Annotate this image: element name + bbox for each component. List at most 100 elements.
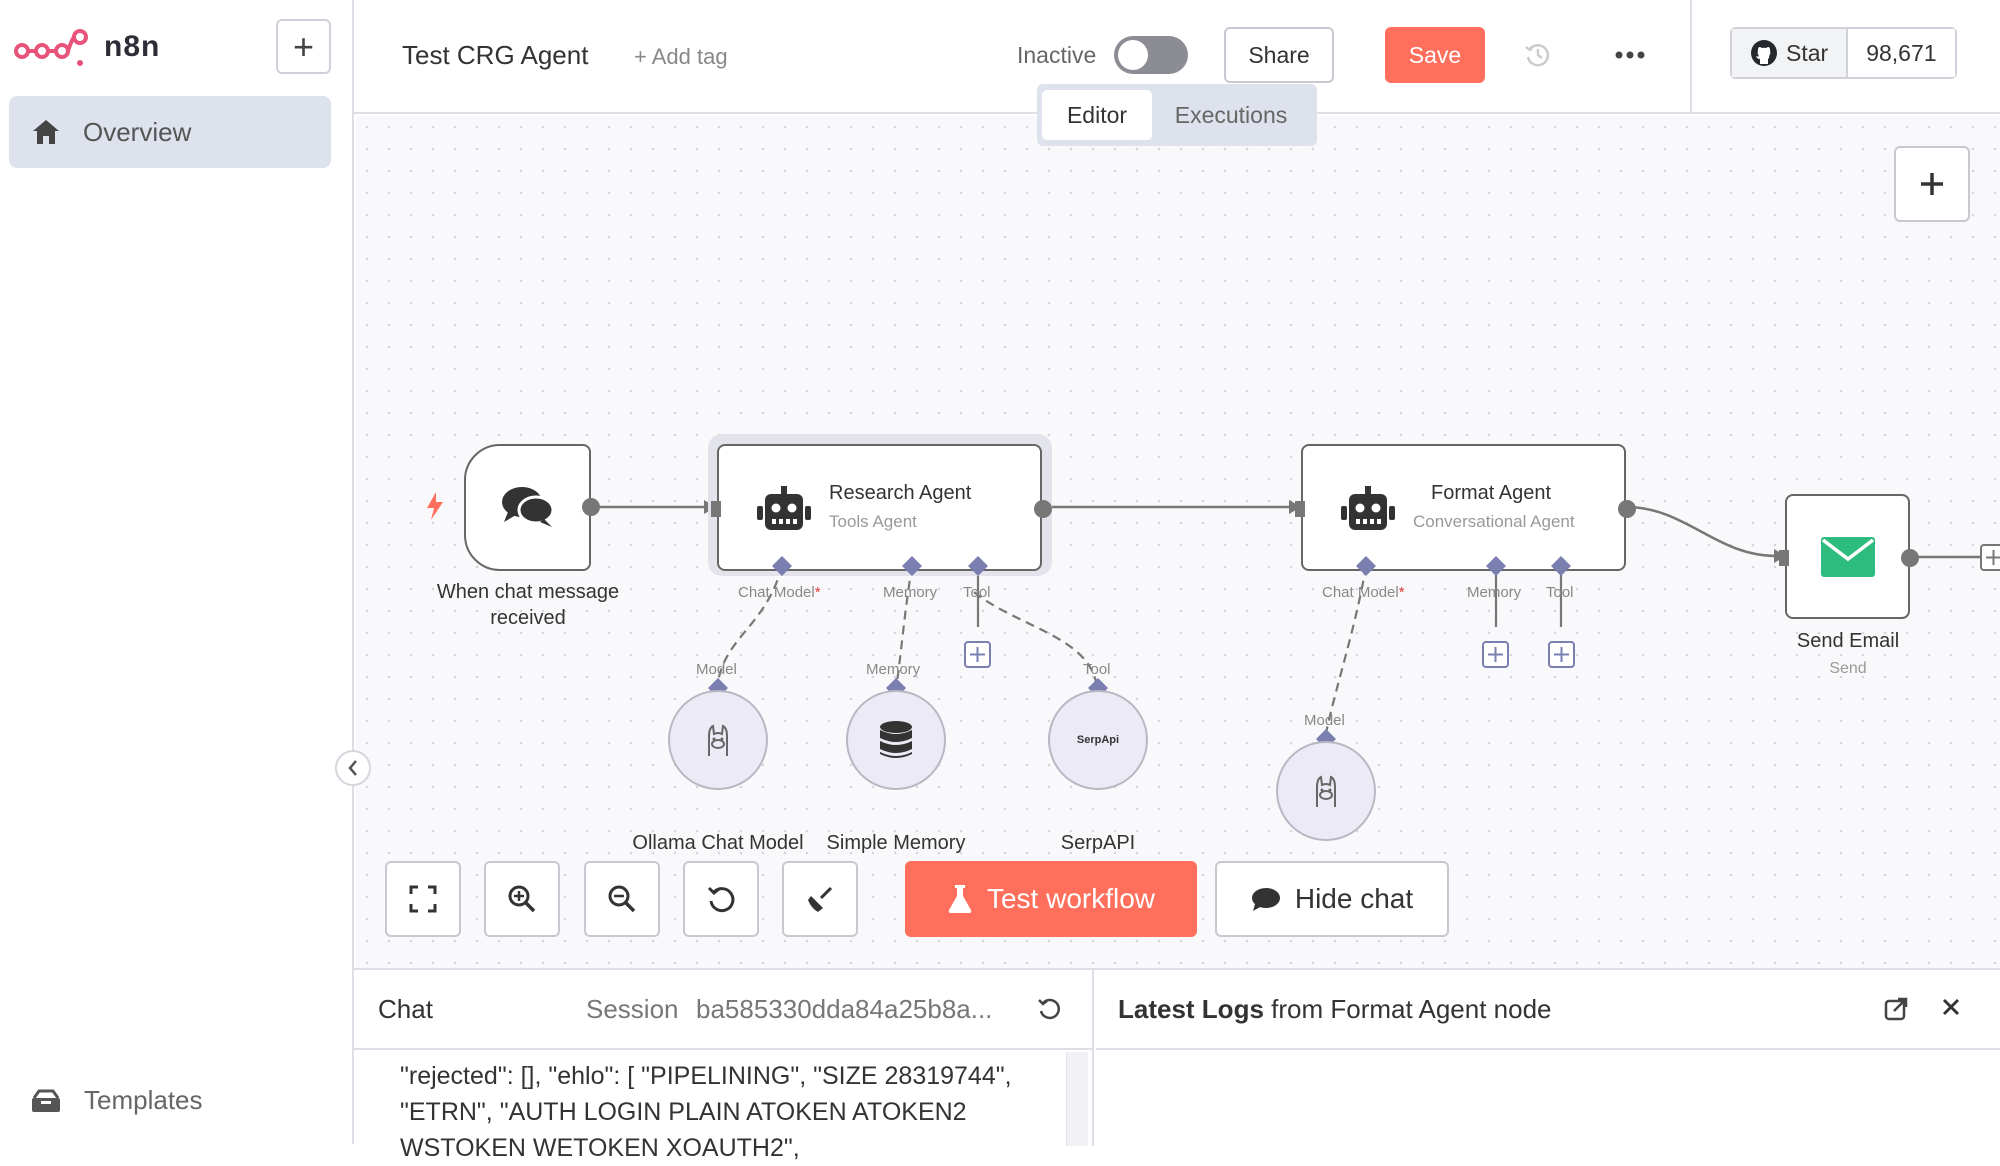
workflow-name[interactable]: Test CRG Agent: [402, 40, 589, 70]
app-name: n8n: [104, 30, 161, 63]
robot-icon: [1341, 486, 1395, 530]
serpapi-logo-icon: SerpApi: [1076, 734, 1120, 746]
undo-icon: [707, 886, 735, 913]
history-icon[interactable]: [1521, 38, 1555, 72]
add-node-button[interactable]: [1894, 146, 1970, 222]
zoom-out-button[interactable]: [584, 861, 660, 937]
github-icon: [1751, 40, 1777, 66]
connections-layer: [590, 500, 2000, 734]
research-tool-port-label: Tool: [963, 584, 991, 601]
memory-port-label: Memory: [866, 661, 921, 678]
save-button[interactable]: Save: [1385, 27, 1485, 83]
chat-panel: Chat Session ba585330dda84a25b8a... "rej…: [354, 970, 1094, 1162]
hide-chat-button[interactable]: Hide chat: [1215, 861, 1449, 937]
chat-trigger-node[interactable]: [464, 444, 600, 571]
tidy-up-button[interactable]: [782, 861, 858, 937]
sidebar-item-label: Overview: [83, 116, 192, 147]
format-tool-port-label: Tool: [1546, 584, 1574, 601]
chat-header: Chat Session ba585330dda84a25b8a...: [354, 970, 1094, 1050]
research-memory-port-label: Memory: [883, 584, 938, 601]
test-workflow-button[interactable]: Test workflow: [905, 861, 1197, 937]
workflow-canvas[interactable]: When chat message received Research Agen…: [356, 116, 2000, 968]
format-memory-port-label: Memory: [1467, 584, 1522, 601]
active-status-label: Inactive: [1017, 42, 1097, 68]
send-email-sublabel: Send: [1829, 660, 1867, 677]
logs-panel: Latest Logs from Format Agent node: [1096, 970, 2000, 1146]
home-icon: [33, 120, 59, 144]
broom-icon: [808, 886, 833, 912]
reset-zoom-button[interactable]: [683, 861, 759, 937]
research-agent-node[interactable]: Research Agent Tools Agent: [711, 444, 1052, 571]
close-icon[interactable]: [1936, 992, 1966, 1022]
logs-title: Latest Logs from Format Agent node: [1118, 994, 1552, 1024]
format-agent-node[interactable]: Format Agent Conversational Agent: [1295, 444, 1636, 571]
chat-scrollbar[interactable]: [1066, 1052, 1088, 1146]
n8n-logo-icon: [14, 29, 88, 66]
chat-bubbles-icon: [502, 487, 555, 527]
serpapi-node[interactable]: SerpApi: [1048, 690, 1148, 790]
email-icon: [1821, 537, 1875, 577]
format-chat-model-port-label: Chat Model*: [1322, 584, 1405, 601]
research-agent-subtitle: Tools Agent: [829, 512, 917, 531]
ollama-chat-model-label: Ollama Chat Model: [632, 832, 804, 854]
zoom-in-icon: [508, 885, 536, 913]
app-logo[interactable]: n8n: [14, 22, 160, 72]
ollama-chat-model-node[interactable]: [668, 690, 768, 790]
header-divider: [1690, 0, 1692, 114]
share-button[interactable]: Share: [1224, 27, 1334, 83]
chat-message: "rejected": [], "ehlo": [ "PIPELINING", …: [400, 1062, 1012, 1162]
view-tabs: Editor Executions: [1037, 84, 1317, 146]
research-chat-model-port-label: Chat Model*: [738, 584, 821, 601]
zoom-in-button[interactable]: [484, 861, 560, 937]
bottom-panels: Chat Session ba585330dda84a25b8a... "rej…: [354, 968, 2000, 1162]
fit-view-icon: [409, 885, 437, 913]
robot-icon: [757, 486, 811, 530]
simple-memory-label: Simple Memory: [826, 832, 966, 854]
serpapi-label: SerpAPI: [1060, 832, 1136, 854]
logs-header: Latest Logs from Format Agent node: [1096, 970, 2000, 1050]
trigger-lightning-icon: [427, 492, 443, 520]
serpapi-tool-port-label: Tool: [1083, 661, 1111, 678]
format-agent-subtitle: Conversational Agent: [1413, 512, 1575, 531]
ollama1-model-port-label: Model: [696, 661, 737, 678]
tab-executions[interactable]: Executions: [1174, 101, 1288, 128]
format-agent-title: Format Agent: [1431, 482, 1552, 504]
session-id[interactable]: ba585330dda84a25b8a...: [696, 994, 993, 1024]
session-label: Session: [586, 994, 679, 1024]
templates-icon: [32, 1089, 60, 1112]
collapse-sidebar-button[interactable]: [335, 750, 371, 786]
reset-session-icon[interactable]: [1034, 994, 1064, 1024]
sidebar-item-templates[interactable]: Templates: [30, 1085, 203, 1116]
research-agent-ports: [772, 556, 988, 576]
research-agent-title: Research Agent: [829, 482, 972, 504]
active-toggle[interactable]: [1114, 36, 1188, 74]
github-star-button[interactable]: Star: [1732, 29, 1849, 77]
llama-icon: [708, 724, 728, 756]
zoom-to-fit-button[interactable]: [385, 861, 461, 937]
simple-memory-node[interactable]: [846, 690, 946, 790]
github-star-count[interactable]: 98,671: [1848, 29, 1955, 77]
sidebar-item-label: Templates: [84, 1085, 203, 1115]
chevron-left-icon: [348, 760, 357, 776]
toggle-knob: [1118, 40, 1148, 70]
sidebar: n8n + Overview Templates: [0, 0, 354, 1144]
send-email-label: Send Email: [1796, 630, 1900, 652]
test-workflow-label: Test workflow: [986, 883, 1156, 914]
chat-trigger-label: When chat message received: [436, 581, 620, 629]
more-options-icon[interactable]: [1610, 38, 1650, 72]
new-workflow-button[interactable]: +: [276, 19, 331, 74]
add-tag-link[interactable]: + Add tag: [634, 44, 728, 69]
sidebar-item-overview[interactable]: Overview: [9, 96, 331, 168]
send-email-node[interactable]: [1779, 494, 1919, 619]
github-star-label: Star: [1786, 39, 1829, 66]
database-icon: [880, 721, 912, 758]
chat-title: Chat: [378, 994, 433, 1024]
zoom-out-icon: [608, 885, 636, 913]
ollama-chat-model-2-node[interactable]: [1276, 741, 1376, 841]
plus-icon: [1921, 173, 1943, 195]
ollama2-model-port-label: Model: [1304, 712, 1345, 729]
popout-icon[interactable]: [1881, 994, 1911, 1024]
github-star-widget[interactable]: Star 98,671: [1730, 27, 1957, 79]
chat-bubble-icon: [1251, 888, 1280, 911]
tab-editor[interactable]: Editor: [1042, 90, 1152, 140]
